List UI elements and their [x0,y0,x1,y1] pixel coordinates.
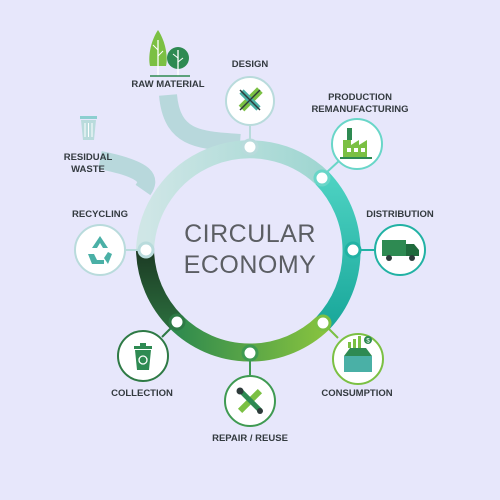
residual-waste-label: RESIDUAL WASTE [50,152,126,176]
production-label-line1: PRODUCTION [328,92,392,103]
production-label: PRODUCTION REMANUFACTURING [300,92,420,116]
collection-label: COLLECTION [111,388,173,399]
trash-can-icon [80,116,97,140]
residual-waste-label-line1: RESIDUAL [63,152,113,163]
repair-reuse-label: REPAIR / REUSE [212,433,288,444]
recycle-icon [74,224,126,276]
pencil-ruler-icon [225,76,275,126]
shopping-box-icon: $ [332,333,384,385]
trees-icon [149,30,190,77]
raw-material-label: RAW MATERIAL [131,79,205,90]
recycling-label: RECYCLING [72,209,128,220]
residual-waste-flow [98,151,156,196]
svg-text:$: $ [366,339,370,345]
recycle-bin-icon [117,330,169,382]
ring-nodes [137,138,362,362]
production-label-line2: REMANUFACTURING [311,104,409,115]
ring-segment-top [136,140,329,251]
residual-waste-label-line2: WASTE [71,164,105,175]
truck-icon [374,224,426,276]
factory-icon [331,118,383,170]
center-title-line2: ECONOMY [183,251,317,279]
design-label: DESIGN [231,59,269,70]
center-title-line1: CIRCULAR [184,220,316,248]
raw-material-flow [159,93,241,152]
consumption-label: CONSUMPTION [321,388,393,399]
distribution-label: DISTRIBUTION [366,209,434,220]
wrench-screwdriver-icon [224,375,276,427]
